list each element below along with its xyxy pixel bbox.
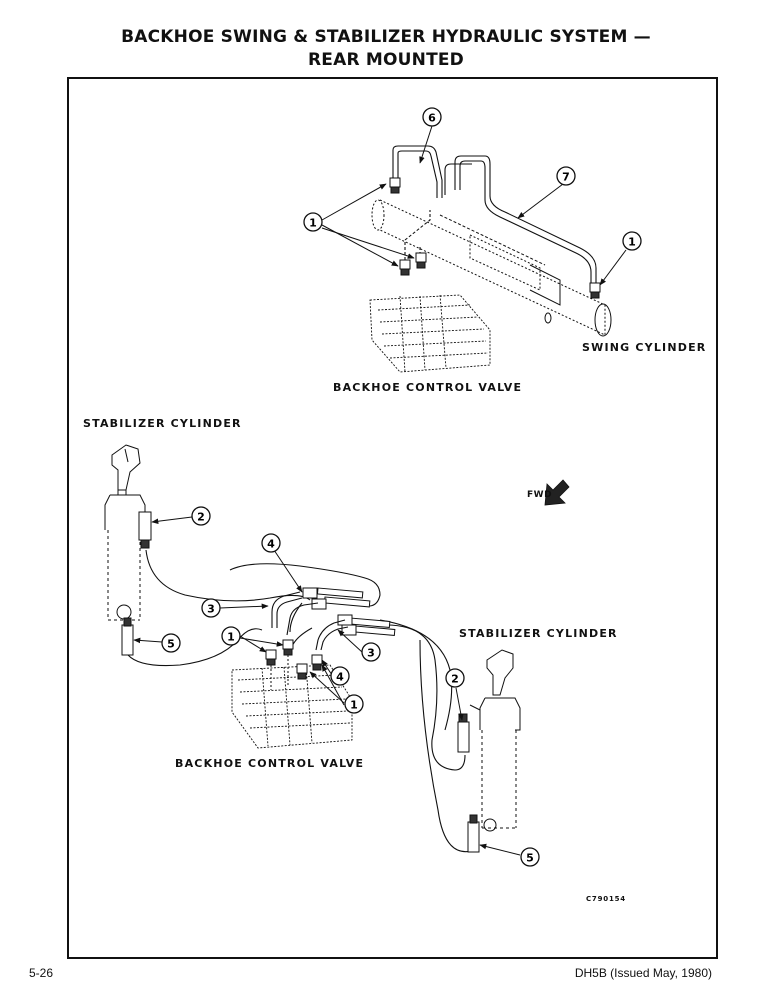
figure-code: C790154 [586,895,626,903]
control-valve-bottom-label: BACKHOE CONTROL VALVE [175,757,365,770]
stabilizer-cylinder-left [104,444,146,621]
callout-3: 3 [361,642,381,662]
callout-1: 1 [221,626,241,646]
svg-text:6: 6 [428,112,436,125]
callout-1: 1 [622,231,642,251]
swing-fittings [389,177,601,299]
page-title: BACKHOE SWING & STABILIZER HYDRAULIC SYS… [121,27,651,47]
callout-1-leaders-top [321,183,627,286]
callout-1: 1 [303,212,323,232]
fwd-arrow-icon [544,479,570,506]
callout-5: 5 [161,633,181,653]
callout-5: 5 [520,847,540,867]
hose-couplings [121,511,480,853]
svg-text:3: 3 [207,603,215,616]
callout-7-leader [517,183,564,219]
svg-text:1: 1 [309,217,317,230]
backhoe-control-valve-top [369,294,491,373]
callout-6: 6 [422,107,442,127]
swing-hydraulic-lines [392,145,597,285]
svg-text:2: 2 [197,511,205,524]
stabilizer-cylinder-right [469,649,521,832]
document-reference: DH5B (Issued May, 1980) [574,966,712,980]
stabilizer-right-label: STABILIZER CYLINDER [459,627,618,640]
diagram-frame [67,77,718,959]
callout-1: 1 [344,694,364,714]
callout-6-leader [419,125,433,164]
svg-text:4: 4 [267,538,275,551]
svg-text:7: 7 [562,171,570,184]
callout-4: 4 [261,533,281,553]
svg-text:2: 2 [451,673,459,686]
valve-fittings-bottom [265,639,323,690]
callout-3: 3 [201,598,221,618]
svg-text:5: 5 [526,852,534,865]
svg-text:5: 5 [167,638,175,651]
svg-text:1: 1 [350,699,358,712]
callout-leaders-bottom [133,516,521,856]
svg-text:1: 1 [628,236,636,249]
page-number: 5-26 [29,966,54,980]
callout-2: 2 [445,668,465,688]
page-subtitle: REAR MOUNTED [308,50,464,70]
stabilizer-left-label: STABILIZER CYLINDER [83,417,242,430]
tubes-3-4 [271,591,349,651]
svg-text:4: 4 [336,671,344,684]
swing-cylinder [371,199,612,337]
callout-2: 2 [191,506,211,526]
callout-7: 7 [556,166,576,186]
backhoe-control-valve-bottom [231,664,353,749]
callout-4: 4 [330,666,350,686]
fwd-label: FWD [527,490,553,500]
svg-text:3: 3 [367,647,375,660]
swing-cylinder-label: SWING CYLINDER [582,341,707,354]
svg-text:1: 1 [227,631,235,644]
control-valve-top-label: BACKHOE CONTROL VALVE [333,381,523,394]
